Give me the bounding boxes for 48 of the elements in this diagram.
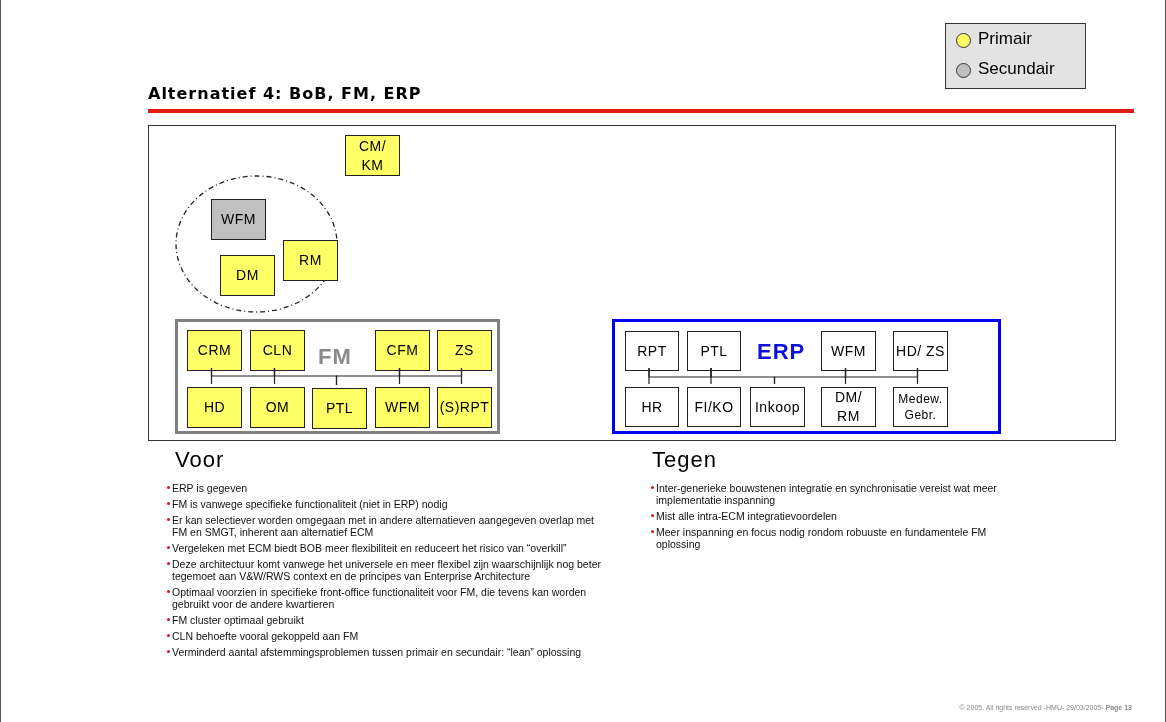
bullet-text: Deze architectuur komt vanwege het universele en meer flexibel zijn waarschijnlijk nog beter tegemoet aan V&W/RWS context en de principes van Enterprise Architecture — [172, 558, 612, 582]
module-box: (S)RPT — [437, 387, 492, 428]
module-box: DM/ RM — [821, 387, 876, 427]
module-box: PTL — [312, 388, 367, 429]
bullet-text: Optimaal voorzien in specifieke front-office functionaliteit voor FM, die tevens kan worden gebruikt voor de andere kwartieren — [172, 586, 612, 610]
section-heading: Tegen — [652, 447, 717, 473]
module-box: CFM — [375, 330, 430, 371]
bullet-text: Vergeleken met ECM biedt BOB meer flexibiliteit en reduceert het risico van “overkill” — [172, 542, 612, 554]
bullet-text: ERP is gegeven — [172, 482, 612, 494]
module-box: FI/KO — [687, 387, 741, 427]
connector-line — [844, 367, 919, 378]
module-box: RPT — [625, 331, 679, 371]
section-heading: Voor — [175, 447, 225, 473]
bullet-text: FM is vanwege specifieke functionaliteit (niet in ERP) nodig — [172, 498, 612, 510]
module-box: CLN — [250, 330, 305, 371]
module-box: DM — [220, 255, 275, 296]
module-box: HR — [625, 387, 679, 427]
module-box: OM — [250, 387, 305, 428]
group-label: FM — [318, 344, 352, 370]
group-label: ERP — [757, 339, 806, 365]
bullet-text: Verminderd aantal afstemmingsproblemen tussen primair en secundair: “lean” oplossing — [172, 646, 612, 658]
group-frame — [175, 319, 500, 434]
module-box: Inkoop — [750, 387, 805, 427]
module-box: WFM — [375, 387, 430, 428]
module-box: PTL — [687, 331, 741, 371]
connector-line — [648, 367, 712, 378]
module-box: HD — [187, 387, 242, 428]
slide-title: Alternatief 4: BoB, FM, ERP — [148, 84, 422, 103]
bullet-text: Mist alle intra-ECM integratievoordelen — [656, 510, 1006, 522]
legend-label: Primair — [978, 29, 1032, 49]
connector-line — [398, 367, 463, 377]
connector-line — [210, 367, 276, 377]
bullet-text: CLN behoefte vooral gekoppeld aan FM — [172, 630, 612, 642]
dashed-ellipse — [175, 175, 338, 313]
module-box: WFM — [211, 199, 266, 240]
group-frame — [612, 319, 1001, 434]
legend-label: Secundair — [978, 59, 1055, 79]
module-box: HD/ ZS — [893, 331, 948, 371]
module-box: ZS — [437, 330, 492, 371]
bullet-text: FM cluster optimaal gebruikt — [172, 614, 612, 626]
bullet-text: Meer inspanning en focus nodig rondom robuuste en fundamentele FM oplossing — [656, 526, 1006, 550]
module-box: CRM — [187, 330, 242, 371]
bullet-text: Er kan selectiever worden omgegaan met in andere alternatieven aangegeven overlap met FM en SMGT, inherent aan alternatief ECM — [172, 514, 612, 538]
module-box: Medew. Gebr. — [893, 387, 948, 427]
module-box: RM — [283, 240, 338, 281]
bullet-text: Inter-generieke bouwstenen integratie en synchronisatie vereist wat meer implementatie inspanning — [656, 482, 1006, 506]
module-box: CM/ KM — [345, 135, 400, 176]
module-box: WFM — [821, 331, 876, 371]
